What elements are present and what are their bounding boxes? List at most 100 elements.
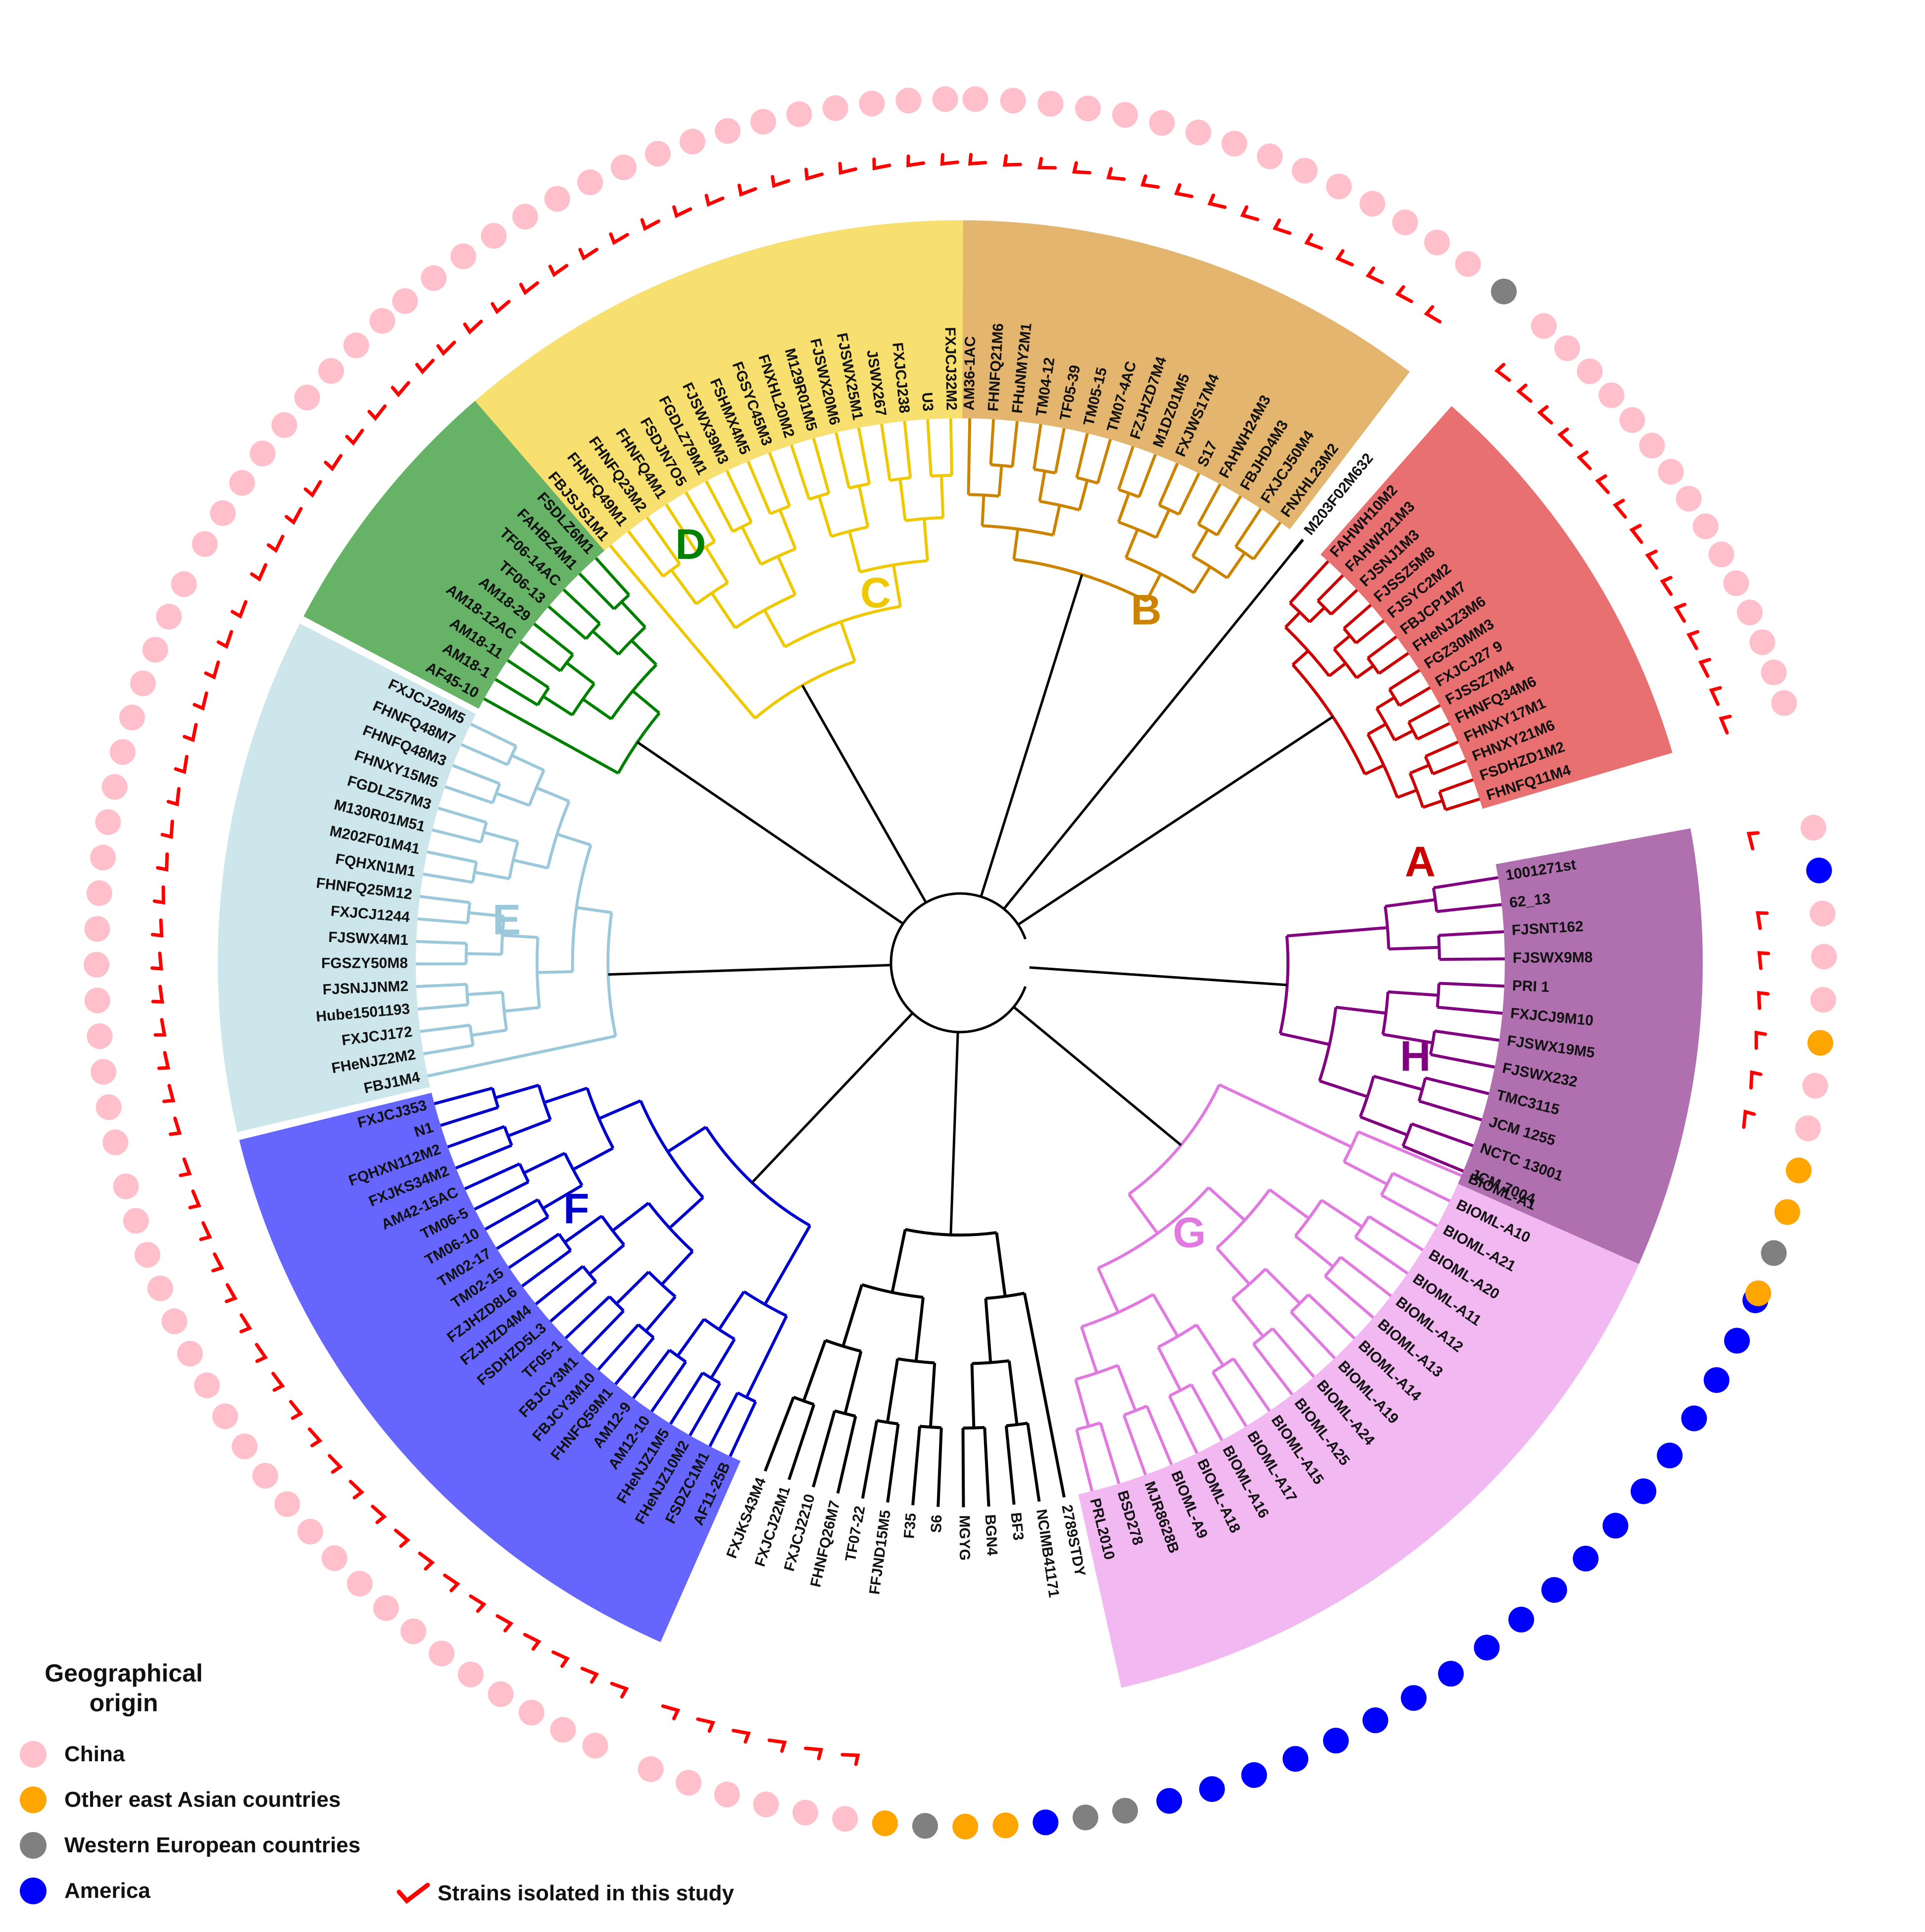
origin-dot — [96, 1094, 122, 1120]
leaf-label: MGYG — [956, 1515, 973, 1561]
tip-branch — [632, 1385, 643, 1399]
tip-branch — [423, 1049, 439, 1055]
study-checkmark-icon — [1698, 657, 1711, 678]
branch — [508, 1216, 549, 1242]
tip-branch — [857, 427, 863, 443]
branch — [864, 1420, 879, 1485]
origin-dot — [113, 1173, 139, 1199]
tip-branch — [1303, 1364, 1315, 1378]
clade-letter-G: G — [1173, 1209, 1206, 1256]
leaf-label: NCIMB41171 — [1033, 1508, 1062, 1599]
branch — [607, 1323, 640, 1360]
branch — [496, 704, 619, 775]
branch — [1385, 898, 1435, 908]
branch-arc — [701, 1371, 721, 1385]
tip-branch — [645, 516, 657, 531]
origin-dot — [161, 1308, 188, 1335]
tip-branch — [1426, 704, 1441, 714]
study-checkmark-icon — [345, 429, 364, 446]
branch — [776, 555, 797, 595]
branch-arc — [506, 745, 518, 766]
origin-dot — [1807, 1030, 1833, 1056]
origin-dot — [962, 86, 988, 112]
origin-dot — [1577, 358, 1603, 385]
branch-arc — [647, 1202, 694, 1252]
branch — [591, 1310, 625, 1345]
tip-branch — [419, 894, 435, 900]
tip-branch — [1170, 463, 1179, 478]
branch — [1367, 644, 1385, 659]
branch — [442, 1035, 616, 1075]
study-checkmark-icon — [672, 205, 692, 218]
branch-arc — [1232, 1268, 1267, 1300]
branch — [1145, 573, 1162, 602]
tip-branch — [416, 984, 432, 988]
branch — [1007, 1360, 1019, 1425]
tip-branch — [1036, 1486, 1041, 1502]
origin-dot — [1692, 513, 1719, 540]
origin-dot — [252, 1463, 278, 1489]
branch-arc — [1401, 1123, 1413, 1147]
study-checkmark-icon — [239, 1313, 252, 1334]
branch-arc — [986, 1291, 1025, 1300]
origin-dot — [102, 1129, 129, 1155]
branch-arc — [1157, 1323, 1198, 1349]
origin-dot — [1541, 1577, 1567, 1603]
origin-dot — [859, 91, 885, 117]
branch — [644, 1295, 677, 1333]
branch — [1355, 629, 1374, 644]
study-checkmark-icon — [548, 264, 569, 278]
tip-branch — [725, 470, 735, 485]
origin-dot — [194, 1372, 220, 1398]
branch-arc — [1158, 503, 1180, 516]
tip-branch — [1435, 722, 1450, 732]
branch — [632, 690, 660, 714]
branch-arc — [1039, 499, 1080, 512]
study-checkmark-icon — [179, 1157, 192, 1177]
study-checkmark-icon — [1709, 686, 1722, 706]
branch — [1417, 729, 1437, 741]
branch — [1051, 504, 1061, 536]
branch — [441, 853, 477, 864]
origin-dot — [1283, 1746, 1309, 1772]
study-checkmark-icon — [150, 918, 164, 938]
branch-arc — [1191, 555, 1228, 580]
study-checkmark-icon — [1746, 831, 1760, 850]
study-checkmark-icon — [463, 319, 483, 335]
branch — [860, 442, 871, 484]
origin-dot — [1075, 96, 1101, 122]
legend-item-america: America — [20, 1868, 465, 1914]
branch — [1216, 1247, 1251, 1286]
tip-branch — [597, 1357, 609, 1371]
branch — [615, 1271, 650, 1305]
origin-dot — [297, 1519, 323, 1545]
study-checkmark-icon — [1629, 524, 1643, 544]
branch — [763, 609, 787, 648]
origin-dot — [210, 500, 236, 526]
origin-dot — [321, 1545, 347, 1571]
branch — [458, 790, 494, 804]
branch — [1387, 990, 1438, 997]
origin-dot — [1745, 1280, 1772, 1306]
branch — [474, 749, 508, 766]
branch — [620, 600, 646, 628]
branch-arc — [1284, 626, 1331, 677]
origin-dot — [1802, 1073, 1828, 1099]
study-checkmark-icon — [391, 381, 410, 397]
branch — [588, 1243, 625, 1276]
branch — [507, 686, 539, 706]
branch — [1197, 496, 1215, 525]
study-checkmark-icon — [1756, 911, 1769, 930]
branch — [735, 1401, 757, 1444]
tip-branch — [1164, 1450, 1173, 1465]
branch-arc — [536, 937, 541, 1008]
branch — [1155, 509, 1171, 539]
tip-branch — [836, 1478, 843, 1494]
study-checkmark-icon — [156, 852, 169, 872]
origin-dot — [481, 223, 507, 249]
origin-dot — [822, 95, 848, 121]
tip-branch — [1449, 1164, 1464, 1173]
study-checkmark-icon — [1757, 951, 1771, 970]
branch — [542, 1184, 583, 1210]
origin-dot — [392, 288, 418, 314]
